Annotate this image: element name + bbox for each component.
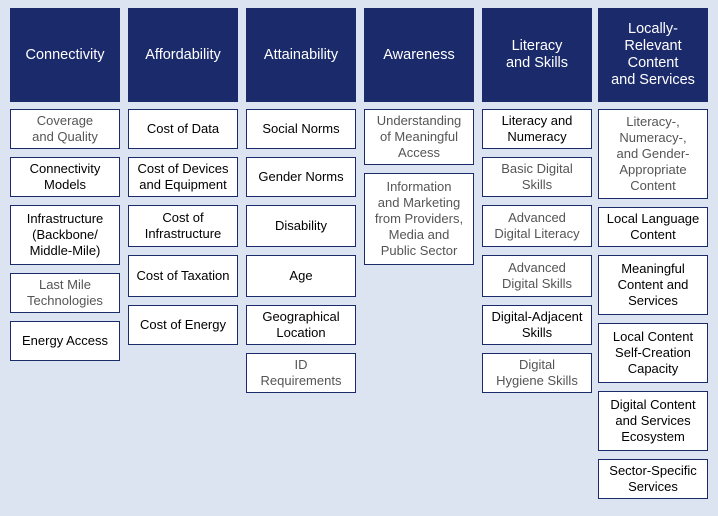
pillar-item: Digital Content and Services Ecosystem	[598, 391, 708, 451]
pillar-item: Advanced Digital Literacy	[482, 205, 592, 247]
column-header: Affordability	[128, 8, 238, 102]
pillar-item: Last Mile Technologies	[10, 273, 120, 313]
column-header: Literacy and Skills	[482, 8, 592, 102]
pillar-item: Cost of Devices and Equipment	[128, 157, 238, 197]
pillar-item: Age	[246, 255, 356, 297]
pillar-item: Sector-Specific Services	[598, 459, 708, 499]
pillar-item: Connectivity Models	[10, 157, 120, 197]
column-locally-relevant-content: Locally- Relevant Content and Services L…	[598, 8, 708, 499]
pillar-item: Basic Digital Skills	[482, 157, 592, 197]
pillar-item: Meaningful Content and Services	[598, 255, 708, 315]
pillar-item: Social Norms	[246, 109, 356, 149]
pillar-item: Information and Marketing from Providers…	[364, 173, 474, 265]
pillar-item: Digital Hygiene Skills	[482, 353, 592, 393]
pillar-item: Local Content Self-Creation Capacity	[598, 323, 708, 383]
pillar-item: Geographical Location	[246, 305, 356, 345]
column-header: Locally- Relevant Content and Services	[598, 8, 708, 102]
pillar-item: Local Language Content	[598, 207, 708, 247]
column-header: Awareness	[364, 8, 474, 102]
column-awareness: Awareness Understanding of Meaningful Ac…	[364, 8, 474, 273]
column-affordability: Affordability Cost of Data Cost of Devic…	[128, 8, 238, 353]
pillar-item: ID Requirements	[246, 353, 356, 393]
pillar-item: Digital-Adjacent Skills	[482, 305, 592, 345]
column-header: Attainability	[246, 8, 356, 102]
pillar-item: Coverage and Quality	[10, 109, 120, 149]
pillar-item: Infrastructure (Backbone/ Middle-Mile)	[10, 205, 120, 265]
column-literacy-and-skills: Literacy and Skills Literacy and Numerac…	[482, 8, 592, 401]
column-header: Connectivity	[10, 8, 120, 102]
pillar-item: Disability	[246, 205, 356, 247]
column-connectivity: Connectivity Coverage and Quality Connec…	[10, 8, 120, 369]
pillar-item: Understanding of Meaningful Access	[364, 109, 474, 165]
pillar-item: Literacy and Numeracy	[482, 109, 592, 149]
pillar-item: Cost of Energy	[128, 305, 238, 345]
pillar-item: Gender Norms	[246, 157, 356, 197]
column-attainability: Attainability Social Norms Gender Norms …	[246, 8, 356, 401]
pillar-item: Cost of Taxation	[128, 255, 238, 297]
pillar-item: Advanced Digital Skills	[482, 255, 592, 297]
pillar-item: Literacy-, Numeracy-, and Gender- Approp…	[598, 109, 708, 199]
pillar-item: Cost of Infrastructure	[128, 205, 238, 247]
pillar-item: Energy Access	[10, 321, 120, 361]
pillar-item: Cost of Data	[128, 109, 238, 149]
